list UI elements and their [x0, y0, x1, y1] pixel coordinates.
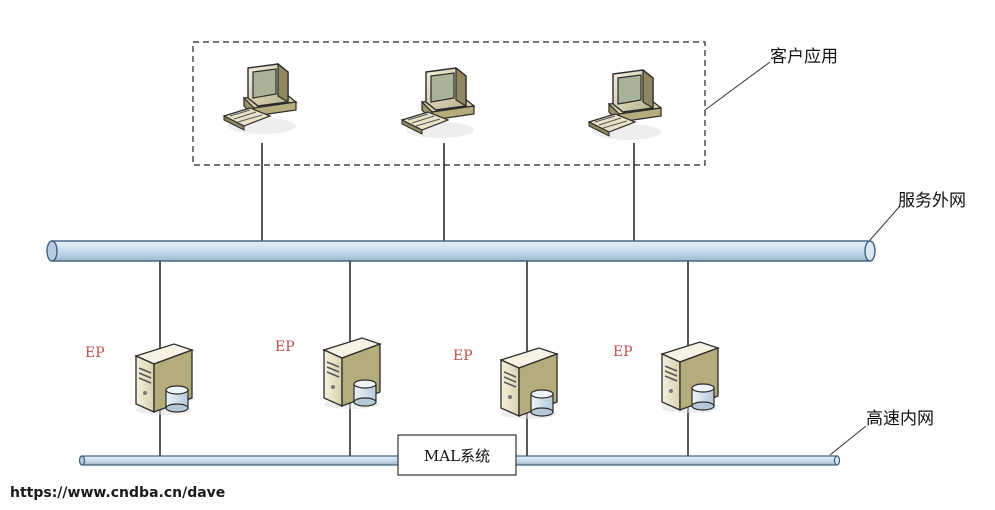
- server-with-database-icon: [500, 347, 558, 420]
- client-apps-leader: [704, 61, 771, 111]
- mal-system-box: MAL系统: [397, 434, 517, 476]
- ep-label-3: EP: [453, 348, 473, 364]
- mal-system-label: MAL系统: [424, 447, 490, 465]
- server-with-database-icon: [661, 341, 719, 414]
- service-extranet-label: 服务外网: [898, 191, 966, 211]
- client-group-box: [192, 41, 706, 166]
- server-with-database-icon: [323, 337, 381, 410]
- ep-label-4: EP: [613, 344, 633, 360]
- desktop-computer-icon: [401, 67, 475, 139]
- ep-label-1: EP: [85, 345, 105, 361]
- service-extranet-bus: [46, 240, 876, 262]
- watermark-url: https://www.cndba.cn/dave: [10, 485, 226, 501]
- high-speed-intranet-label: 高速内网: [866, 409, 934, 429]
- intranet-leader: [829, 425, 867, 456]
- desktop-computer-icon: [588, 69, 662, 141]
- extranet-leader: [869, 205, 901, 241]
- client-apps-label: 客户应用: [770, 47, 838, 67]
- server-with-database-icon: [135, 343, 193, 416]
- desktop-computer-icon: [223, 63, 297, 135]
- ep-label-2: EP: [275, 339, 295, 355]
